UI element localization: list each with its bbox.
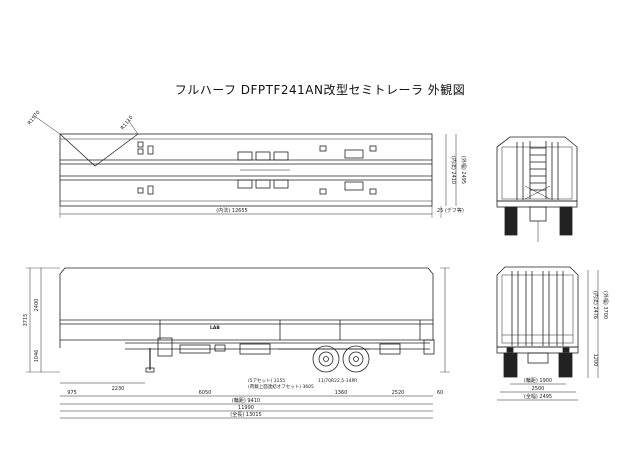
inner-length-label: (内法) 12655 <box>216 207 247 214</box>
outer-width-label: (外幅) 2495 <box>460 156 467 184</box>
top-view: R1570 R1110 (内法) 12655 25 (デフ等) <box>27 110 467 218</box>
deck-height-label: 1200 <box>592 354 598 367</box>
wheelbase-label: (輪距) 9410 <box>232 397 260 404</box>
rear-view-bottom: (内法) 2476 (外幅) 3700 1200 (輪距) 1900 2500 … <box>496 266 609 401</box>
tire-label: 11/70R22.5-14PR <box>318 378 357 384</box>
radius-label-1: R1570 <box>27 110 42 126</box>
track-label: (輪距) 1900 <box>524 377 552 384</box>
coupler-label: (荷載上面連結オフセット) 3605 <box>248 383 314 390</box>
outer-height-label: (外幅) 3700 <box>602 291 609 319</box>
top-view-outline <box>59 133 433 207</box>
axle-dist-label: 1360 <box>335 390 348 396</box>
end-60-label: 60 <box>437 390 443 396</box>
fifth-wheel-label: (5アセット) 3155 <box>248 378 285 384</box>
inner-width-label: (内法) 2410 <box>450 156 457 184</box>
overall-length-label: (全長) 13015 <box>230 411 261 418</box>
side-body <box>59 267 434 341</box>
front-overhang-label: 975 <box>67 390 77 396</box>
rear-view-top <box>496 136 578 242</box>
lower-height-label: 1046 <box>34 350 40 363</box>
overall-width-label: (全幅) 2495 <box>524 393 552 400</box>
radius-label-2: R1110 <box>120 115 135 131</box>
length-11990-label: 11990 <box>238 405 254 411</box>
kingpin-offset-label: 2230 <box>112 386 125 392</box>
upper-height-label: 2400 <box>34 299 40 312</box>
drawing-title: フルハーフ DFPTF241AN改型セミトレーラ 外観図 <box>174 83 466 97</box>
end-gap-label: 25 (デフ等) <box>437 207 464 214</box>
total-height-label: 3715 <box>23 314 29 327</box>
axle-span-label: 6050 <box>199 390 212 396</box>
frame-width-label: 2500 <box>532 386 545 392</box>
side-view: LAB 3715 2400 1046 2230 975 6050 1360 25… <box>23 267 450 419</box>
lab-tag: LAB <box>210 325 220 331</box>
rear-overhang-label: 2520 <box>392 390 405 396</box>
inner-height-label: (内法) 2476 <box>592 291 599 319</box>
